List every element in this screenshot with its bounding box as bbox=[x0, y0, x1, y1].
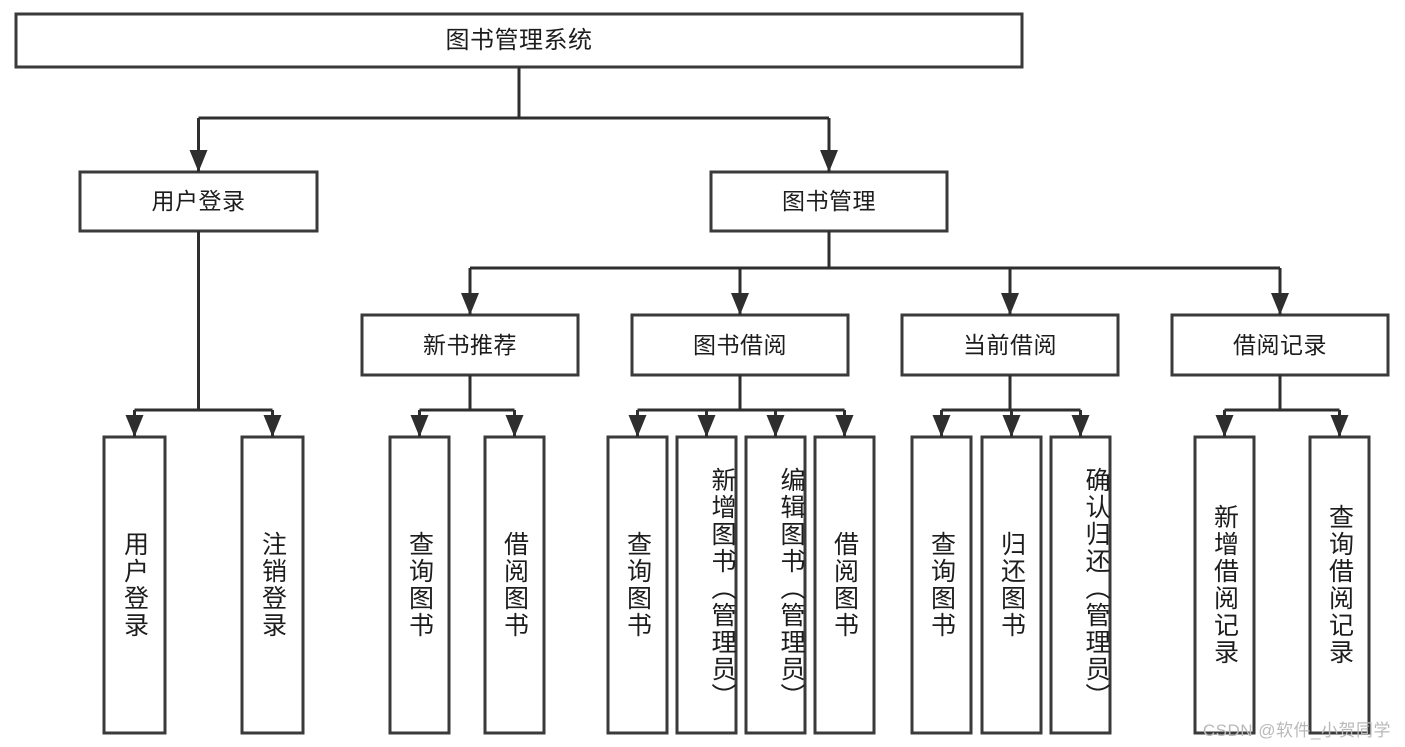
arrow-head-icon-leaf-confirm-return bbox=[1071, 415, 1090, 437]
node-box-leaf-query-record bbox=[1308, 435, 1371, 735]
node-box-borrow-record bbox=[1170, 313, 1390, 377]
node-box-leaf-add-record bbox=[1193, 435, 1256, 735]
arrow-head-icon-leaf-query-book bbox=[628, 415, 647, 437]
node-box-current-borrow bbox=[900, 313, 1120, 377]
node-box-leaf-borrow-book-rec bbox=[483, 435, 546, 735]
arrow-head-icon-leaf-return-book bbox=[1002, 415, 1021, 437]
arrow-head-icon-leaf-user-login bbox=[125, 415, 144, 437]
node-box-new-book-rec bbox=[360, 313, 580, 377]
arrow-head-icon-borrow-record bbox=[1271, 293, 1289, 315]
arrow-head-icon-new-book-rec bbox=[461, 293, 479, 315]
arrow-head-icon-leaf-query-record bbox=[1330, 415, 1349, 437]
arrow-head-icon-book-manage bbox=[820, 150, 838, 172]
node-box-user-login bbox=[78, 170, 319, 233]
node-box-leaf-borrow-book bbox=[813, 435, 876, 735]
node-boxes-group bbox=[14, 12, 1390, 735]
node-box-root bbox=[14, 12, 1024, 69]
node-box-leaf-confirm-return bbox=[1049, 435, 1112, 735]
node-box-leaf-logout bbox=[240, 435, 305, 735]
node-box-leaf-query-book bbox=[606, 435, 669, 735]
node-box-leaf-query-book-rec bbox=[388, 435, 451, 735]
node-box-leaf-add-book bbox=[675, 435, 738, 735]
arrow-head-icon-leaf-query-book-cur bbox=[932, 415, 951, 437]
arrow-head-icon-leaf-add-book bbox=[697, 415, 716, 437]
arrow-head-icon-leaf-borrow-book-rec bbox=[505, 415, 524, 437]
connector-lines-group bbox=[125, 67, 1349, 437]
node-box-leaf-user-login bbox=[102, 435, 167, 735]
arrow-head-icon-leaf-add-record bbox=[1215, 415, 1234, 437]
arrow-head-icon-leaf-edit-book bbox=[766, 415, 785, 437]
arrow-head-icon-leaf-query-book-rec bbox=[410, 415, 429, 437]
arrow-head-icon-book-borrow bbox=[731, 293, 749, 315]
arrow-head-icon-leaf-logout bbox=[263, 415, 282, 437]
arrow-head-icon-current-borrow bbox=[1001, 293, 1019, 315]
node-box-leaf-query-book-cur bbox=[910, 435, 973, 735]
csdn-watermark: CSDN @软件_小贺同学 bbox=[1202, 721, 1391, 740]
node-box-leaf-edit-book bbox=[744, 435, 807, 735]
arrow-head-icon-user-login bbox=[189, 150, 208, 172]
arrow-head-icon-leaf-borrow-book bbox=[835, 415, 854, 437]
node-box-book-borrow bbox=[630, 313, 850, 377]
node-box-leaf-return-book bbox=[980, 435, 1043, 735]
node-box-book-manage bbox=[709, 170, 949, 233]
